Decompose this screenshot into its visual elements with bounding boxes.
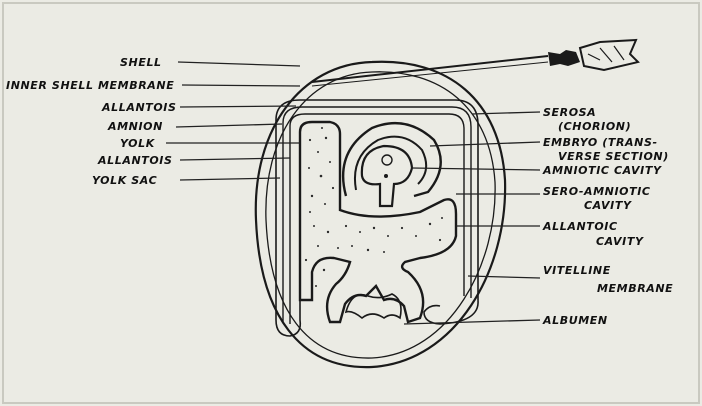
label-amniotic-cavity: AMNIOTIC CAVITY bbox=[542, 164, 662, 177]
label-allantois-1: ALLANTOIS bbox=[101, 101, 177, 114]
label-yolk-sac: YOLK SAC bbox=[92, 174, 157, 187]
albumen-pocket bbox=[346, 294, 401, 318]
label-allantoic-cavity: CAVITY bbox=[596, 235, 644, 248]
label-albumen: ALBUMEN bbox=[542, 314, 608, 327]
label-serosa: SEROSA bbox=[543, 106, 596, 119]
label-serosa-chorion: (CHORION) bbox=[558, 120, 631, 133]
label-embryo: EMBRYO (TRANS- bbox=[543, 136, 658, 149]
label-allantois-2: ALLANTOIS bbox=[97, 154, 173, 167]
label-vitelline-membrane: MEMBRANE bbox=[597, 282, 673, 295]
yolk-sac-outline bbox=[300, 122, 456, 322]
label-allantoic: ALLANTOIC bbox=[542, 220, 618, 233]
labels-left: SHELL INNER SHELL MEMBRANE ALLANTOIS AMN… bbox=[6, 56, 177, 187]
label-embryo-section: VERSE SECTION) bbox=[558, 150, 669, 163]
notochord bbox=[384, 174, 388, 178]
leader-lines-left bbox=[166, 62, 300, 180]
allantois-lower-loop-right bbox=[424, 300, 478, 324]
label-vitelline: VITELLINE bbox=[543, 264, 611, 277]
neural-tube bbox=[382, 155, 392, 165]
label-yolk: YOLK bbox=[120, 137, 156, 150]
label-inner-shell-membrane: INNER SHELL MEMBRANE bbox=[6, 79, 174, 92]
leader-lines-right bbox=[404, 112, 540, 324]
label-sero-amniotic: SERO-AMNIOTIC bbox=[543, 185, 651, 198]
label-amnion: AMNION bbox=[107, 120, 163, 133]
label-sero-amniotic-cavity: CAVITY bbox=[584, 199, 632, 212]
labels-right: SEROSA (CHORION) EMBRYO (TRANS- VERSE SE… bbox=[542, 106, 673, 327]
label-shell: SHELL bbox=[120, 56, 162, 69]
